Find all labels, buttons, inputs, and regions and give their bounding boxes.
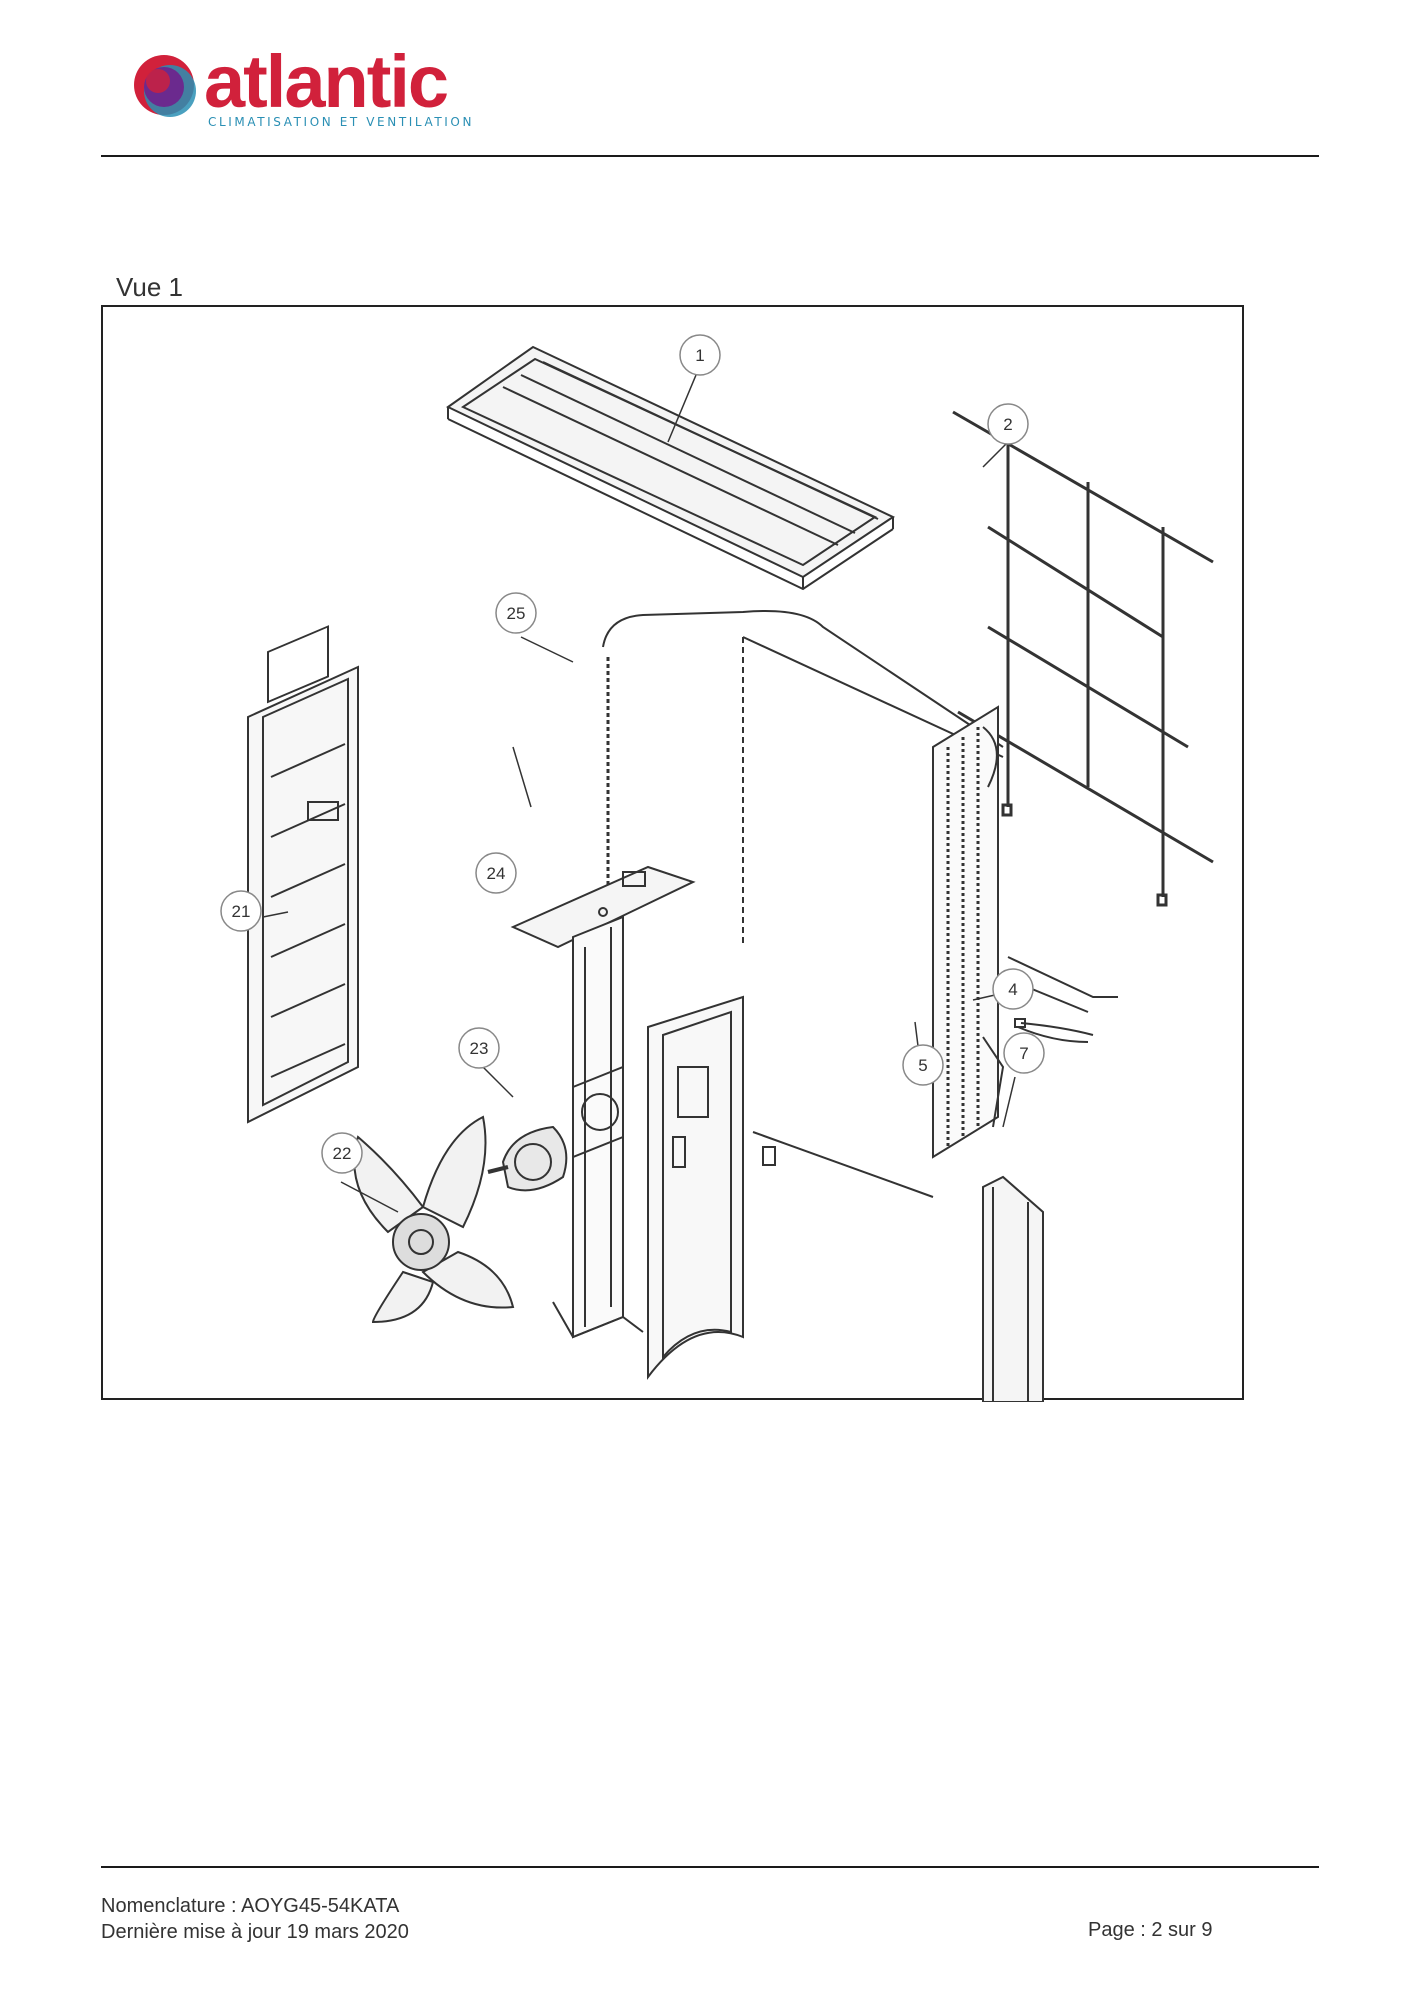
exploded-view-figure: 1 2 4 5 7 21 22 23 [101,305,1244,1402]
callout-2: 2 [987,403,1029,445]
logo-tagline: CLIMATISATION ET VENTILATION [208,115,475,129]
callout-21: 21 [220,890,262,932]
callout-5: 5 [902,1044,944,1086]
logo-mark-icon [134,55,196,117]
svg-text:22: 22 [333,1144,352,1163]
right-panel-part [982,1175,1044,1402]
header-divider [101,155,1319,157]
leader-lines [262,374,1016,1213]
side-panel-part [247,625,359,1124]
atlantic-logo: atlantic CLIMATISATION ET VENTILATION [120,40,490,135]
page-number: Page : 2 sur 9 [1088,1919,1213,1941]
svg-text:2: 2 [1003,415,1012,434]
svg-text:21: 21 [232,902,251,921]
exploded-view-drawing: 1 2 4 5 7 21 22 23 [220,334,1214,1402]
view-title: Vue 1 [116,272,183,302]
callout-1: 1 [679,334,721,376]
svg-text:25: 25 [507,604,526,623]
callouts: 1 2 4 5 7 21 22 23 [220,334,1045,1174]
callout-4: 4 [992,968,1034,1010]
svg-text:5: 5 [918,1056,927,1075]
last-updated-text: Dernière mise à jour 19 mars 2020 [101,1921,409,1943]
condenser-coil-part [932,705,1005,1159]
callout-23: 23 [458,1027,500,1069]
footer-info: Nomenclature : AOYG45-54KATA Dernière mi… [101,1893,409,1945]
callout-25: 25 [495,592,537,634]
fan-propeller-part [353,1115,515,1324]
footer-divider [101,1866,1319,1868]
control-box-plate-part [510,865,696,949]
callout-7: 7 [1003,1032,1045,1074]
motor-support-part [552,915,644,1339]
svg-text:24: 24 [487,864,506,883]
callout-24: 24 [475,852,517,894]
svg-text:4: 4 [1008,980,1017,999]
front-panel-part [647,995,934,1380]
nomenclature-text: Nomenclature : AOYG45-54KATA [101,1895,400,1917]
svg-text:1: 1 [695,346,704,365]
fan-motor-part [487,1125,568,1192]
svg-text:7: 7 [1019,1044,1028,1063]
logo-wordmark: atlantic [204,40,449,123]
svg-text:23: 23 [470,1039,489,1058]
top-panel-part [446,345,896,591]
callout-22: 22 [321,1132,363,1174]
